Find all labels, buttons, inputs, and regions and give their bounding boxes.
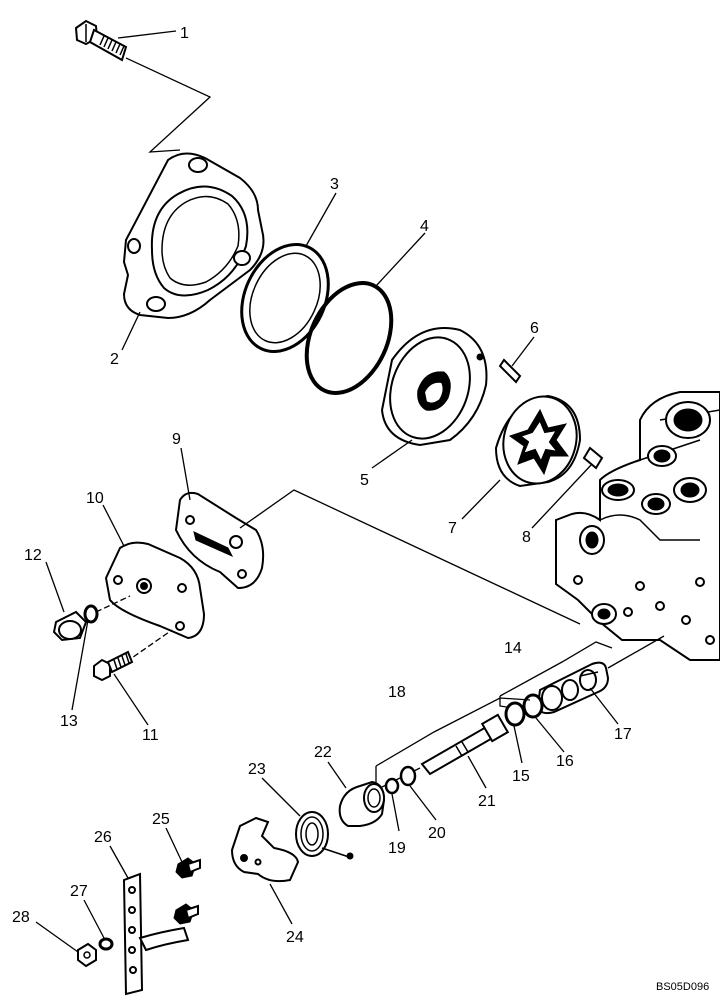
part-6-pin <box>498 358 522 384</box>
part-20-o-ring <box>399 765 417 787</box>
callout-14: 14 <box>504 640 522 657</box>
callout-9: 9 <box>172 431 181 448</box>
callout-4: 4 <box>420 218 429 235</box>
callout-labels: 1 2 3 4 5 6 7 8 9 10 11 12 13 14 15 16 1… <box>12 25 709 993</box>
part-27-washer <box>98 937 114 951</box>
part-22-bushing <box>338 780 386 827</box>
callout-5: 5 <box>360 472 369 489</box>
callout-7: 7 <box>448 520 457 537</box>
callout-6: 6 <box>530 320 539 337</box>
callout-23: 23 <box>248 761 266 778</box>
part-3-seal-ring <box>240 243 330 353</box>
callout-11: 11 <box>142 727 159 744</box>
valve-body <box>555 391 720 661</box>
part-17-spool <box>499 635 665 715</box>
callout-17: 17 <box>614 726 632 743</box>
part-7-rotor <box>494 394 582 488</box>
callout-26: 26 <box>94 829 112 846</box>
callout-24: 24 <box>286 929 304 946</box>
callout-25: 25 <box>152 811 170 828</box>
callout-12: 12 <box>24 547 42 564</box>
part-13-washer <box>83 604 99 624</box>
callout-27: 27 <box>70 883 88 900</box>
leader-lines <box>35 30 619 953</box>
part-1-bolt <box>74 19 212 153</box>
callout-13: 13 <box>60 713 78 730</box>
callout-10: 10 <box>86 490 104 507</box>
part-21-shaft <box>375 697 531 792</box>
part-9-plate <box>174 489 581 625</box>
callout-3: 3 <box>330 176 339 193</box>
part-11-bolt <box>93 650 134 682</box>
callout-22: 22 <box>314 744 332 761</box>
callout-8: 8 <box>522 529 531 546</box>
callout-28: 28 <box>12 909 30 926</box>
drawing-code: BS05D096 <box>656 981 709 993</box>
part-16-o-ring <box>522 693 544 719</box>
callout-1: 1 <box>180 25 189 42</box>
part-12-cap-nut <box>52 610 88 642</box>
part-2-flange-cover <box>122 152 265 320</box>
part-15-o-ring <box>504 701 526 727</box>
callout-18: 18 <box>388 684 406 701</box>
part-25-bolt <box>173 857 201 925</box>
callout-19: 19 <box>388 840 406 857</box>
callout-15: 15 <box>512 768 530 785</box>
part-23-spring <box>295 811 354 860</box>
callout-2: 2 <box>110 351 119 368</box>
part-28-nut <box>77 942 97 968</box>
part-26-bracket <box>122 872 190 996</box>
part-10-cover-plate <box>95 541 206 663</box>
callout-16: 16 <box>556 753 574 770</box>
part-19-o-ring <box>384 777 400 795</box>
part-4-o-ring <box>304 281 394 395</box>
part-8-key <box>582 446 604 470</box>
part-5-gear-housing <box>380 327 488 447</box>
callout-21: 21 <box>478 793 496 810</box>
callout-20: 20 <box>428 825 446 842</box>
part-24-lever <box>230 816 300 883</box>
